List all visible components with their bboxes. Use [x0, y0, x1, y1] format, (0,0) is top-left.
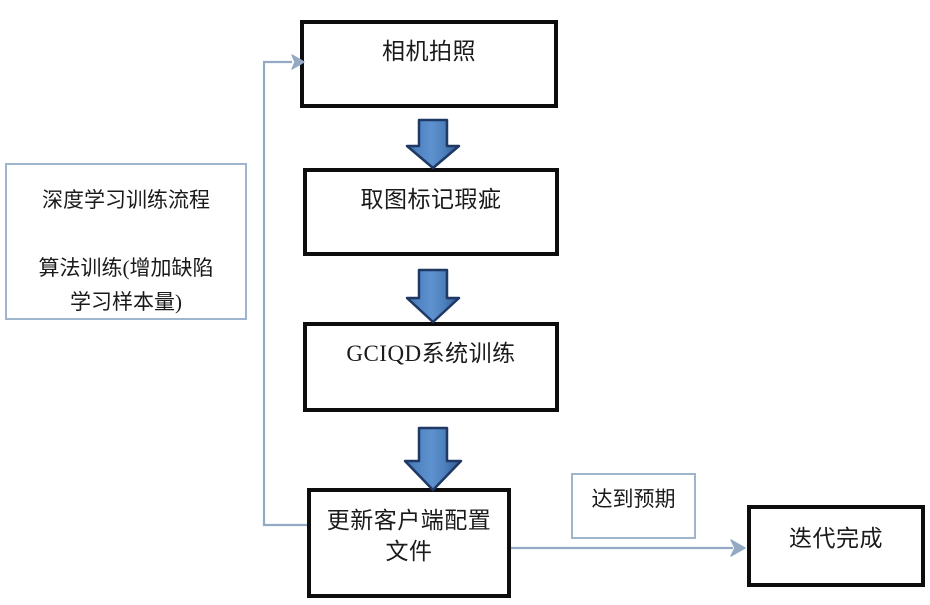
process-box-camera-capture[interactable]: 相机拍照 [300, 20, 558, 108]
legend-text: 深度学习训练流程 算法训练(增加缺陷 学习样本量) [38, 188, 214, 314]
process-box-gciqd-training[interactable]: GCIQD系统训练 [303, 322, 559, 412]
process-box-mark-defects[interactable]: 取图标记瑕疵 [303, 168, 559, 256]
process-box-update-config[interactable]: 更新客户端配置 文件 [307, 488, 511, 598]
label-box-meets-expectation-label: 达到预期 [591, 487, 676, 511]
connector-update-config-to-iteration-done [511, 539, 746, 557]
process-box-iteration-done-label: 迭代完成 [789, 526, 883, 551]
block-arrow-down-1 [405, 118, 461, 170]
process-box-gciqd-training-label: GCIQD系统训练 [346, 341, 516, 366]
block-arrow-down-2 [405, 268, 461, 324]
process-box-iteration-done[interactable]: 迭代完成 [747, 505, 925, 587]
process-box-mark-defects-label: 取图标记瑕疵 [360, 187, 502, 212]
legend-note-box: 深度学习训练流程 算法训练(增加缺陷 学习样本量) [5, 163, 247, 320]
feedback-connector-update-config-to-camera [262, 54, 307, 527]
label-box-meets-expectation[interactable]: 达到预期 [571, 473, 696, 539]
process-box-camera-capture-label: 相机拍照 [382, 39, 476, 64]
block-arrow-down-3 [403, 426, 463, 492]
process-box-update-config-label: 更新客户端配置 文件 [326, 508, 492, 564]
